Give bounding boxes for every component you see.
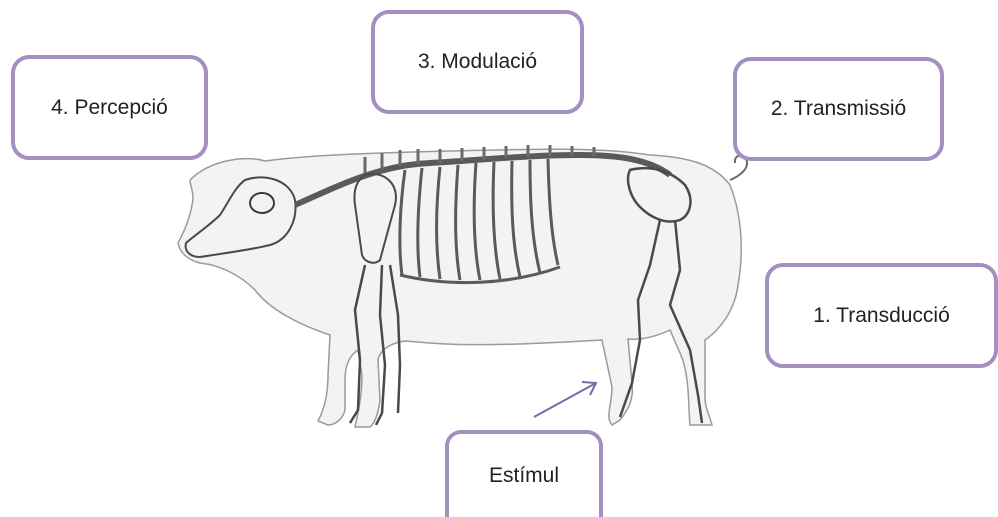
modulation-box: 3. Modulació xyxy=(371,10,584,114)
pig-skeleton-illustration xyxy=(150,125,770,445)
transmission-box: 2. Transmissió xyxy=(733,57,944,161)
transduction-label: 1. Transducció xyxy=(813,304,950,328)
perception-box: 4. Percepció xyxy=(11,55,208,160)
transmission-label: 2. Transmissió xyxy=(771,97,906,121)
transduction-box: 1. Transducció xyxy=(765,263,998,368)
perception-label: 4. Percepció xyxy=(51,96,168,120)
modulation-label: 3. Modulació xyxy=(418,50,537,74)
pig-body-outline xyxy=(178,149,741,427)
stimulus-box: Estímul xyxy=(445,430,603,517)
stimulus-label: Estímul xyxy=(489,464,559,488)
stimulus-arrow-icon xyxy=(528,373,608,423)
